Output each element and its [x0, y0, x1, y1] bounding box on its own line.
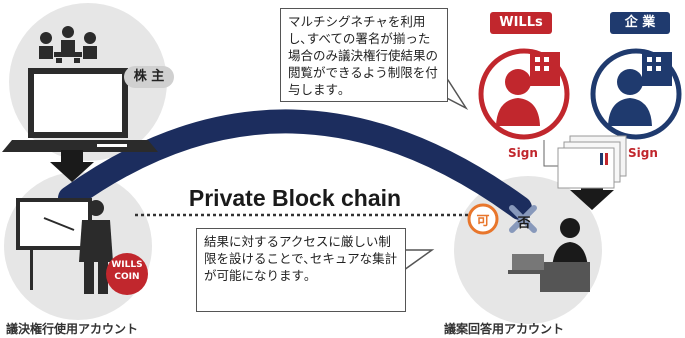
reject-label: 否	[517, 216, 531, 231]
meeting-people-icon	[39, 26, 97, 63]
label-voting-account: 議決権行使用アカウント	[6, 322, 139, 336]
laptop-icon	[2, 68, 158, 152]
callout-top: マルチシグネチャを利用し､すべての署名が揃った場合のみ議決権行使結果の閲覧ができ…	[280, 8, 448, 102]
blockchain-arc	[58, 109, 532, 220]
shareholder-badge-bg	[124, 66, 174, 88]
company-badge: 企 業	[624, 15, 656, 30]
reject-x-icon	[509, 205, 537, 233]
wills-badge-bg	[490, 12, 552, 34]
coin-line2: COIN	[114, 272, 140, 282]
down-arrow-left-icon	[50, 150, 94, 182]
wills-badge: WILLs	[499, 15, 543, 30]
coin-line1: WILLS	[111, 260, 143, 270]
label-answer-account: 議案回答用アカウント	[444, 322, 565, 336]
coin-label: WILLS COIN	[106, 259, 148, 283]
signed-document-icon	[557, 135, 627, 189]
sign-right: Sign	[628, 146, 658, 160]
company-person-icon	[590, 48, 682, 140]
approve-circle	[467, 203, 499, 235]
sign-connector-left	[543, 140, 560, 167]
callout-bottom-text: 結果に対するアクセスに厳しい制限を設けることで､セキュアな集計が可能になります｡	[204, 234, 398, 283]
company-badge-bg	[610, 12, 670, 34]
desk-person-icon	[508, 218, 590, 292]
approve-label: 可	[476, 214, 490, 229]
blockchain-label: Private Block chain	[150, 185, 440, 212]
callout-bottom: 結果に対するアクセスに厳しい制限を設けることで､セキュアな集計が可能になります｡	[196, 228, 406, 312]
shareholder-badge: 株 主	[133, 69, 165, 84]
sign-left: Sign	[508, 146, 538, 160]
wills-person-icon	[478, 48, 570, 140]
callout-bottom-tail	[403, 249, 435, 272]
callout-top-text: マルチシグネチャを利用し､すべての署名が揃った場合のみ議決権行使結果の閲覧ができ…	[288, 14, 439, 97]
wills-coin-icon	[106, 253, 148, 295]
presenter-icon	[16, 198, 113, 294]
